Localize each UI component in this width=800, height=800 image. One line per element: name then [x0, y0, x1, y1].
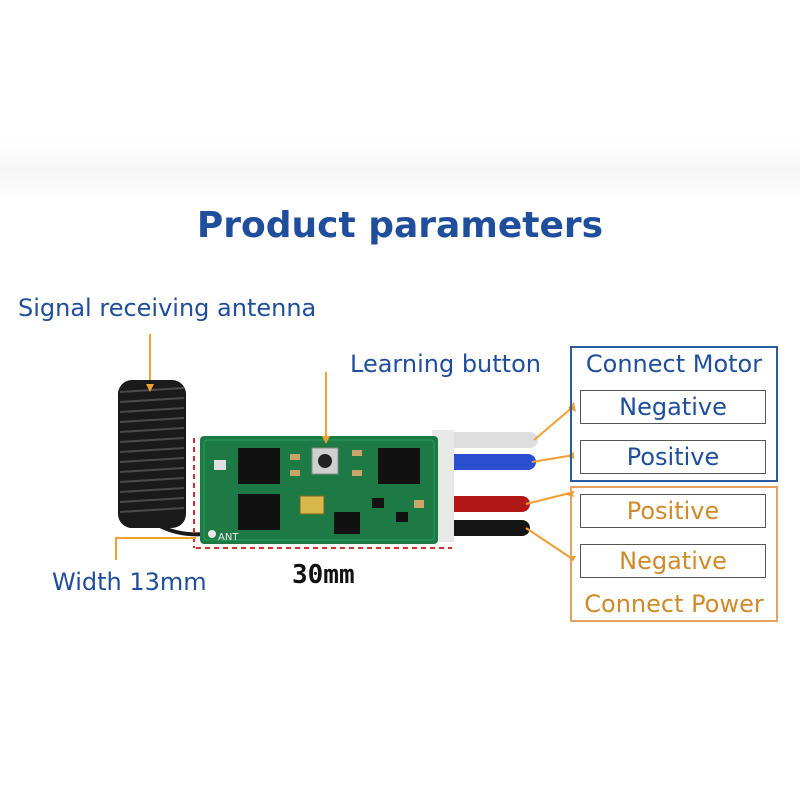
learning-button-label: Learning button	[350, 350, 541, 378]
length-dimension-label: 30mm	[292, 560, 355, 590]
pcb-board: ANT	[200, 436, 438, 544]
antenna-coil	[118, 380, 205, 537]
dimension-lines	[193, 438, 452, 549]
motor-positive-cell: Positive	[580, 440, 766, 474]
motor-heading: Connect Motor	[585, 350, 763, 378]
leader-lines	[115, 334, 575, 561]
power-positive-cell: Positive	[580, 494, 766, 528]
motor-negative-cell: Negative	[580, 390, 766, 424]
page-title: Product parameters	[196, 205, 604, 246]
power-negative-cell: Negative	[580, 544, 766, 578]
background-band	[0, 140, 800, 200]
width-label: Width 13mm	[52, 568, 207, 596]
power-heading: Connect Power	[584, 590, 764, 618]
motor-group: Connect Motor Negative Positive	[570, 346, 778, 482]
power-group: Positive Negative Connect Power	[570, 486, 778, 622]
pcb-ant-marking: ANT	[218, 532, 239, 543]
antenna-label: Signal receiving antenna	[18, 294, 317, 322]
